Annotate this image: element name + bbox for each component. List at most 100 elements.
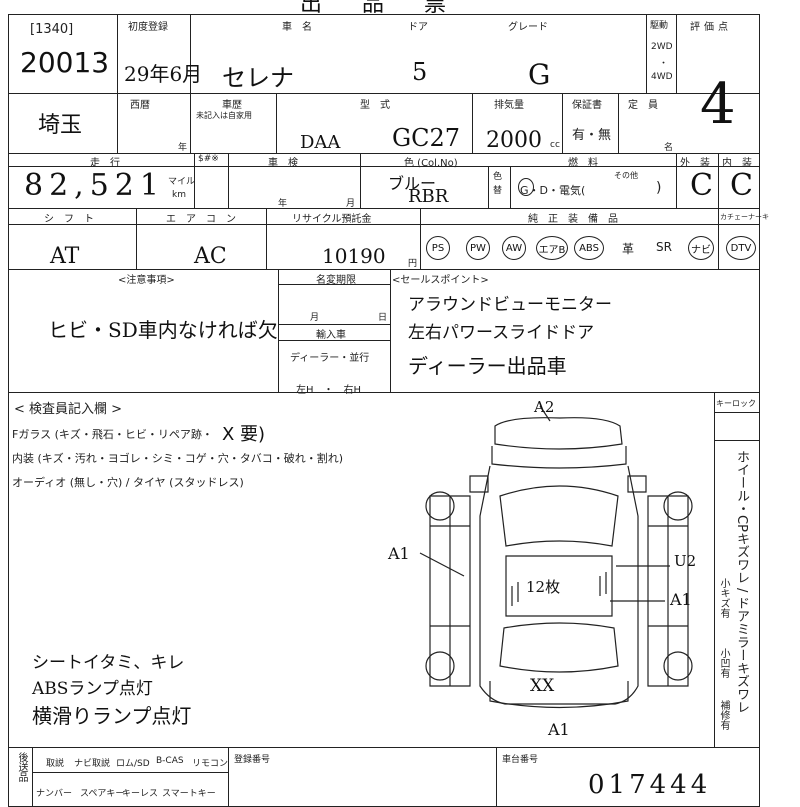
inspector-line-interior: 内装 (キズ・汚れ・ヨゴレ・シミ・コゲ・穴・タバコ・破れ・割れ) [12, 452, 344, 465]
doors-label: ドア [408, 22, 428, 33]
equip-airbag: エアB [536, 236, 568, 260]
displacement-label: 排気量 [494, 100, 524, 111]
lot-code: [1340] [30, 22, 74, 37]
header-block [8, 14, 760, 154]
history-label: 車歴 [222, 100, 242, 111]
equip-pw: PW [466, 236, 490, 260]
sales-point-2: 左右パワースライドドア [408, 323, 595, 343]
equip-aw: AW [502, 236, 526, 260]
exterior-value: C [690, 168, 713, 203]
color-change-label: 色替 [493, 172, 503, 196]
equipment-label: 純 正 装 備 品 [528, 214, 618, 225]
car-name-value: セレナ [222, 64, 294, 92]
recycle-label: リサイクル預託金 [292, 214, 372, 225]
color-label: 色 (Col.No) [404, 158, 458, 169]
footer-item-plate: ナンバー [36, 789, 73, 799]
steering-label: 左H ・ 右H [296, 385, 362, 396]
prefecture: 埼玉 [38, 113, 83, 138]
warranty-label: 保証書 [572, 100, 602, 111]
first-reg-label: 初度登録 [128, 22, 168, 33]
mark-xx: XX [530, 676, 555, 696]
displacement-value: 2000 [486, 128, 542, 153]
color-value: ブルー [388, 174, 437, 193]
model-prefix: DAA [300, 132, 341, 153]
inspector-note-1: シートイタミ、キレ [32, 653, 185, 673]
mileage-label: 走 行 [90, 158, 120, 169]
history-note: 未記入は自家用 [196, 111, 252, 120]
caution-label: <注意事項> [118, 275, 175, 286]
era-year-suffix: 年 [178, 143, 188, 153]
model-label: 型 式 [360, 100, 390, 111]
capacity-label: 定 員 [628, 100, 658, 111]
inspector-title: < 検査員記入欄 > [14, 402, 123, 417]
equip-sunroof: SR [656, 240, 672, 254]
footer-item-navi-manual: ナビ取説 [74, 759, 111, 769]
footer-item-remote: リモコン [192, 759, 229, 769]
mark-twelve: 12枚 [526, 578, 561, 596]
inspector-note-3: 横滑りランプ点灯 [32, 704, 192, 728]
grade-label: グレード [508, 22, 548, 33]
mark-a1-left: A1 [388, 544, 410, 563]
reg-number-label: 登録番号 [234, 755, 271, 765]
mileage-value: 82,521 [24, 168, 165, 203]
footer-item-bcas: B-CAS [156, 756, 184, 766]
score-value: 4 [700, 72, 736, 137]
sales-point-3: ディーラー出品車 [408, 354, 567, 378]
sheet-title: 出品票 [300, 0, 487, 17]
fuel-label: 燃 料 [568, 158, 598, 169]
drive-4wd: 4WD [651, 72, 673, 82]
equip-abs: ABS [574, 236, 604, 260]
equip-ps: PS [426, 236, 450, 260]
shipping-label: 後送品 [16, 752, 27, 782]
model-value: GC27 [392, 124, 461, 152]
equip-dtv: DTV [726, 236, 756, 260]
grade-value: G [528, 58, 551, 91]
fglass-note: X 要) [222, 424, 266, 445]
interior-value: C [730, 168, 753, 203]
mileage-unit-km: km [172, 190, 186, 200]
name-change-label: 名変期限 [316, 275, 356, 286]
aircon-value: AC [194, 244, 227, 269]
mark-a1-right: A1 [670, 590, 692, 609]
inspection-year: 年 [278, 199, 288, 209]
warranty-value: 有・無 [572, 128, 612, 143]
car-name-label: 車 名 [282, 22, 312, 33]
lot-number: 20013 [20, 46, 110, 79]
doors-value: 5 [412, 58, 428, 86]
inspector-note-2: ABSランプ点灯 [32, 679, 153, 699]
shift-value: AT [50, 244, 80, 269]
fuel-other: その他 [614, 171, 638, 180]
recycle-value: 10190 [322, 244, 386, 268]
era-label: 西暦 [130, 100, 150, 111]
footer-item-rom-sd: ロム/SD [116, 759, 150, 769]
fuel-options: G・D・電気( [520, 184, 586, 197]
interior-label: 内 装 [722, 158, 752, 169]
footer-item-smart-key: スマートキー [162, 789, 216, 799]
inspection-label: 車 検 [268, 158, 298, 169]
name-change-day: 日 [378, 313, 388, 323]
recycle-yen: 円 [408, 259, 418, 269]
footer-item-keyless: キーレス [122, 789, 159, 799]
chassis-number-label: 車台番号 [502, 755, 539, 765]
car-diagram [419, 405, 693, 709]
equip-navi: ナビ [688, 236, 714, 260]
footer-item-spare-key: スペアキー [80, 789, 125, 799]
aircon-label: エ ア コ ン [166, 214, 236, 225]
footer-item-manual: 取説 [46, 759, 65, 769]
meter-label: $#※ [198, 154, 219, 164]
mark-a2-top: A2 [534, 398, 555, 416]
key-type-label: カチェーナーキ [720, 213, 769, 221]
mark-u2: U2 [674, 552, 697, 570]
keylock-label: キーロック [716, 399, 756, 408]
displacement-cc: cc [550, 140, 560, 150]
inspector-line-fglass: Fガラス (キズ・飛石・ヒビ・リペア跡・ [12, 428, 213, 441]
drive-2wd: 2WD [651, 42, 673, 52]
first-reg-value: 29年6月 [124, 62, 203, 86]
caution-text: ヒビ・SD車内なければ欠 [48, 318, 278, 342]
equip-leather: 革 [622, 242, 635, 256]
mileage-unit-mile: マイル [168, 177, 196, 187]
color-code: RBR [408, 186, 449, 207]
exterior-label: 外 装 [680, 158, 710, 169]
drive-label: 駆動 [650, 21, 669, 31]
